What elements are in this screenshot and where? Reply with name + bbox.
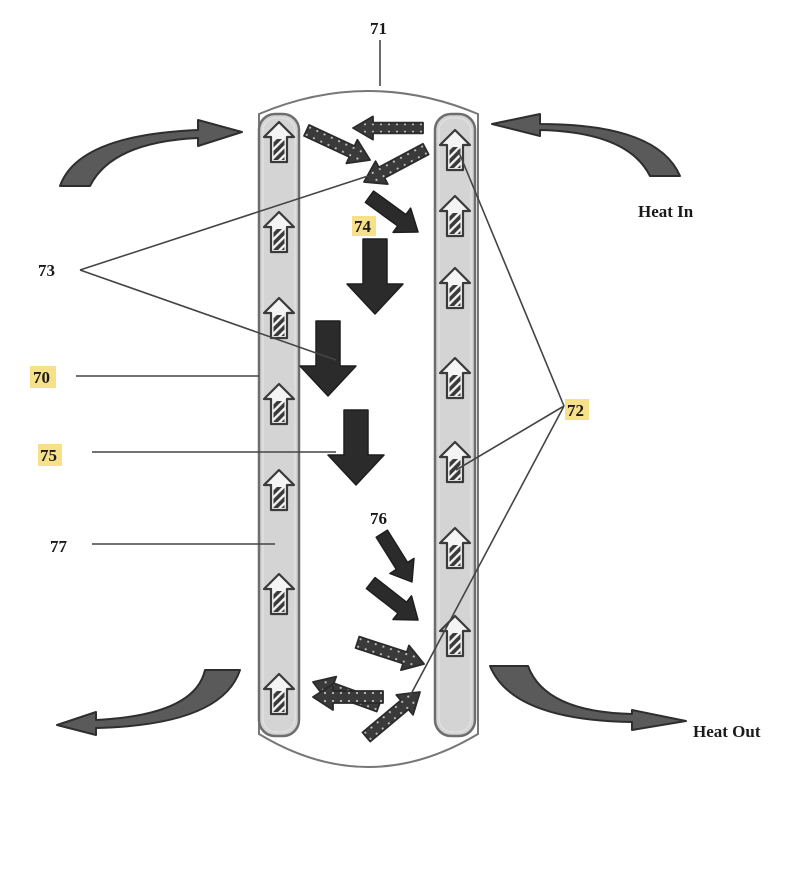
highlight-75 — [38, 444, 62, 466]
label-75: 75 — [40, 446, 57, 465]
label-76: 76 — [370, 509, 387, 528]
label-72: 72 — [567, 401, 584, 420]
label-73: 73 — [38, 261, 55, 280]
curved-arrow-icon — [59, 119, 243, 187]
leader-lines — [76, 40, 565, 697]
right-tube — [433, 112, 477, 738]
highlight-74 — [352, 216, 376, 236]
leader-72c — [409, 405, 565, 697]
highlight-70 — [30, 366, 56, 388]
heat-arrows — [56, 113, 687, 736]
leader-73a — [79, 175, 369, 271]
leader-72b — [455, 405, 565, 471]
label-71: 71 — [370, 19, 387, 38]
label-70: 70 — [33, 368, 50, 387]
label-77: 77 — [50, 537, 68, 556]
leader-72a — [457, 149, 565, 407]
label-heat-out: Heat Out — [693, 722, 761, 741]
curved-arrow-icon — [489, 665, 687, 731]
curved-arrow-icon — [491, 113, 681, 177]
highlight-72 — [565, 399, 589, 420]
label-heat-in: Heat In — [638, 202, 694, 221]
curved-arrow-icon — [56, 669, 241, 736]
left-tube — [257, 112, 301, 738]
leader-73b — [79, 269, 337, 361]
labels: 71 73 74 70 75 76 77 72 Heat In Heat Out — [30, 19, 761, 741]
label-74: 74 — [354, 217, 372, 236]
right-tube-body — [433, 112, 477, 738]
